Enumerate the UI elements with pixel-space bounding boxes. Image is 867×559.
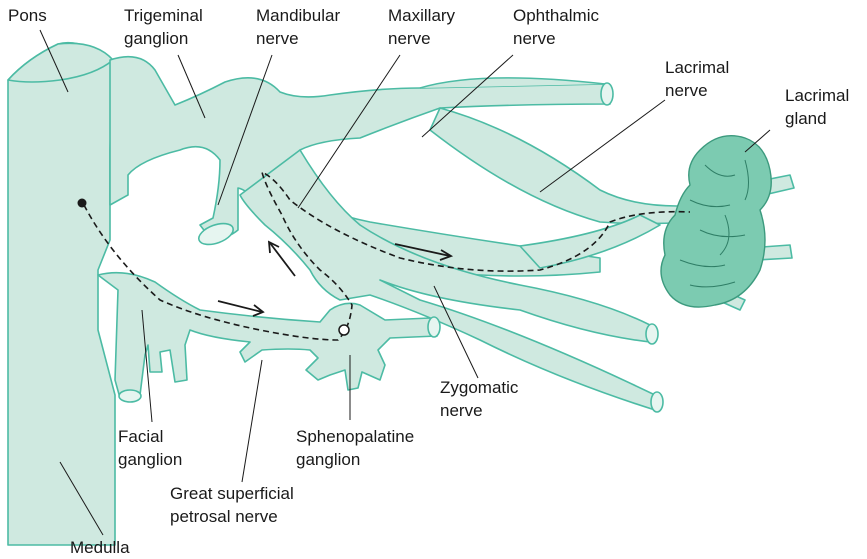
- label-ophthalmic-nerve-1: Ophthalmic: [513, 6, 599, 25]
- label-petrosal-nerve-2: petrosal nerve: [170, 507, 278, 526]
- synapse-marker: [339, 325, 349, 335]
- brainstem: [8, 43, 115, 545]
- lacrimal-gland: [661, 136, 794, 310]
- label-petrosal-nerve-1: Great superficial: [170, 484, 294, 503]
- label-mandibular-nerve-2: nerve: [256, 29, 299, 48]
- label-maxillary-nerve-1: Maxillary: [388, 6, 456, 25]
- label-lacrimal-nerve-2: nerve: [665, 81, 708, 100]
- label-trigeminal-ganglion-2: ganglion: [124, 29, 188, 48]
- label-sphenopalatine-ganglion-2: ganglion: [296, 450, 360, 469]
- label-mandibular-nerve-1: Mandibular: [256, 6, 340, 25]
- label-trigeminal-ganglion-1: Trigeminal: [124, 6, 203, 25]
- label-maxillary-nerve-2: nerve: [388, 29, 431, 48]
- label-facial-ganglion-1: Facial: [118, 427, 163, 446]
- label-lacrimal-nerve-1: Lacrimal: [665, 58, 729, 77]
- label-facial-ganglion-2: ganglion: [118, 450, 182, 469]
- label-pons: Pons: [8, 6, 47, 25]
- label-zygomatic-nerve-1: Zygomatic: [440, 378, 519, 397]
- label-zygomatic-nerve-2: nerve: [440, 401, 483, 420]
- label-medulla: Medulla: [70, 538, 130, 557]
- label-ophthalmic-nerve-2: nerve: [513, 29, 556, 48]
- label-lacrimal-gland-2: gland: [785, 109, 827, 128]
- label-lacrimal-gland-1: Lacrimal: [785, 86, 849, 105]
- label-sphenopalatine-ganglion-1: Sphenopalatine: [296, 427, 414, 446]
